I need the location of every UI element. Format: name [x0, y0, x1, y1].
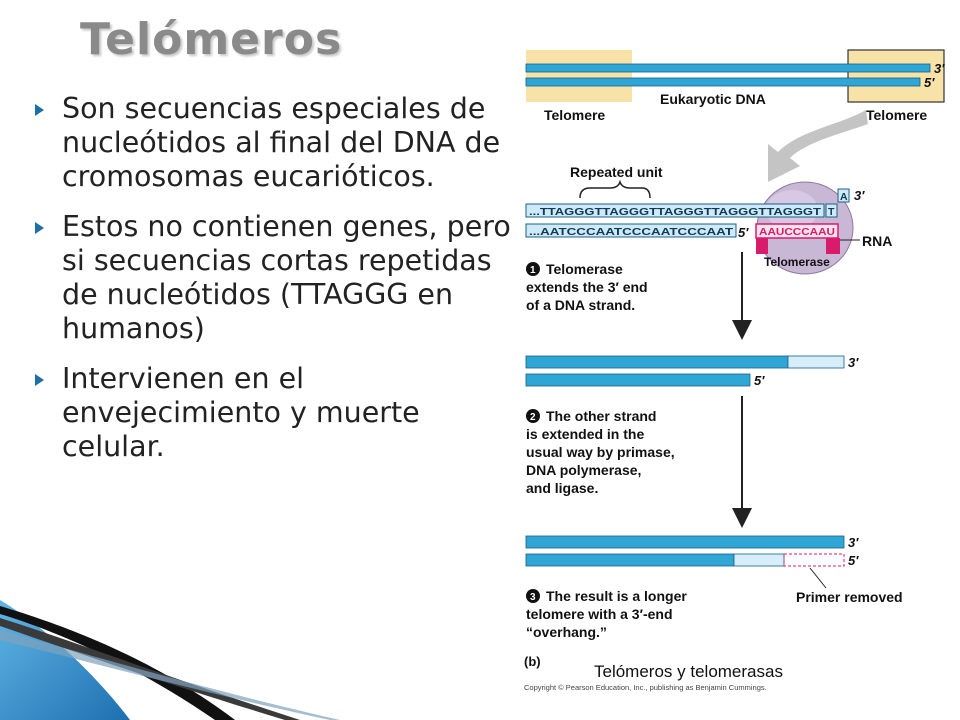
- step-2-line: usual way by primase,: [526, 444, 675, 460]
- step-1-number: 1: [530, 265, 536, 276]
- telomere-box-left: [526, 50, 632, 102]
- step-2-badge: [526, 409, 540, 423]
- primer-removed-label: Primer removed: [796, 589, 903, 605]
- extended-strand-bottom: [525, 373, 751, 387]
- prime-5-seq-label: 5′: [738, 225, 749, 240]
- telomere-box-right: [847, 49, 945, 103]
- step-3-line: “overhang.”: [526, 624, 607, 640]
- dna-strand-bottom: [525, 77, 921, 87]
- telomerase-diagram: 3′ 5′ Telomere Eukaryotic DNA Telomere R…: [510, 40, 960, 700]
- decorative-swoosh: [0, 600, 340, 720]
- prime-5-label: 5′: [924, 75, 935, 90]
- bottom-strand-box: [525, 223, 737, 238]
- prime-3-label: 3′: [934, 61, 945, 76]
- repeated-unit-label: Repeated unit: [570, 164, 663, 180]
- repeated-unit-brace: [579, 179, 651, 199]
- step-2-number: 2: [530, 412, 536, 423]
- bullet-item: Estos no contienen genes, pero si secuen…: [35, 210, 515, 346]
- rna-sequence: AAUCCCAAU: [759, 226, 835, 238]
- nt-t-box: [825, 203, 838, 218]
- copyright-text: Copyright © Pearson Education, Inc., pub…: [524, 683, 767, 692]
- top-strand-sequence: ...TTAGGGTTAGGGTTAGGGTTAGGGTTAGGGT: [529, 206, 822, 218]
- bullet-arrow-icon: [35, 222, 44, 234]
- step-2-line: DNA polymerase,: [526, 462, 641, 478]
- nt-a-label: A: [840, 191, 848, 203]
- prime-3-enzyme-label: 3′: [854, 188, 865, 203]
- rna-template: [755, 223, 839, 239]
- bottom-strand-sequence: ...AATCCCAATCCCAATCCCAAT: [529, 226, 734, 238]
- curved-arrow-icon: [768, 110, 868, 182]
- nt-a-box: [837, 188, 850, 203]
- figure-caption: Telómeros y telomerasas: [594, 662, 783, 681]
- step-3-number: 3: [530, 592, 536, 603]
- final-strand-top: [525, 535, 845, 549]
- step-2-line: The other strand: [546, 408, 656, 424]
- telomerase-label: Telomerase: [764, 255, 830, 269]
- bullet-text: Son secuencias especiales de nucleótidos…: [62, 92, 501, 193]
- prime-3-final: 3′: [848, 535, 859, 550]
- panel-label: (b): [524, 654, 541, 669]
- bullet-arrow-icon: [35, 374, 44, 386]
- bullet-item: Intervienen en el envejecimiento y muert…: [35, 362, 515, 464]
- extended-strand-new: [787, 355, 845, 369]
- extended-strand-top: [525, 355, 789, 369]
- telomere-right-label: Telomere: [866, 107, 927, 123]
- primer-removed-region: [783, 553, 845, 567]
- step-1-line: of a DNA strand.: [526, 297, 635, 313]
- prime-5-final: 5′: [848, 553, 859, 568]
- step-1-line: extends the 3′ end: [526, 279, 648, 295]
- step-3-badge: [526, 589, 540, 603]
- step-1-line: Telomerase: [546, 261, 623, 277]
- telomere-left-label: Telomere: [544, 107, 605, 123]
- prime-3-step1: 3′: [848, 355, 859, 370]
- bullet-list: Son secuencias especiales de nucleótidos…: [35, 92, 515, 480]
- step-2-line: and ligase.: [526, 480, 598, 496]
- rna-label: RNA: [862, 233, 892, 249]
- bullet-arrow-icon: [35, 104, 44, 116]
- bullet-text: Intervienen en el envejecimiento y muert…: [62, 362, 420, 463]
- step-3-line: telomere with a 3′-end: [526, 606, 673, 622]
- bullet-text: Estos no contienen genes, pero si secuen…: [62, 210, 511, 345]
- bullet-item: Son secuencias especiales de nucleótidos…: [35, 92, 515, 194]
- top-strand-box: [525, 203, 825, 218]
- step-3-line: The result is a longer: [546, 588, 687, 604]
- step-2-line: is extended in the: [526, 426, 644, 442]
- dna-label: Eukaryotic DNA: [660, 91, 766, 107]
- prime-5-step1: 5′: [754, 373, 765, 388]
- nt-t-label: T: [828, 206, 835, 218]
- dna-strand-top: [525, 63, 931, 73]
- slide-title: Telómeros: [80, 14, 343, 65]
- step-1-badge: [526, 262, 540, 276]
